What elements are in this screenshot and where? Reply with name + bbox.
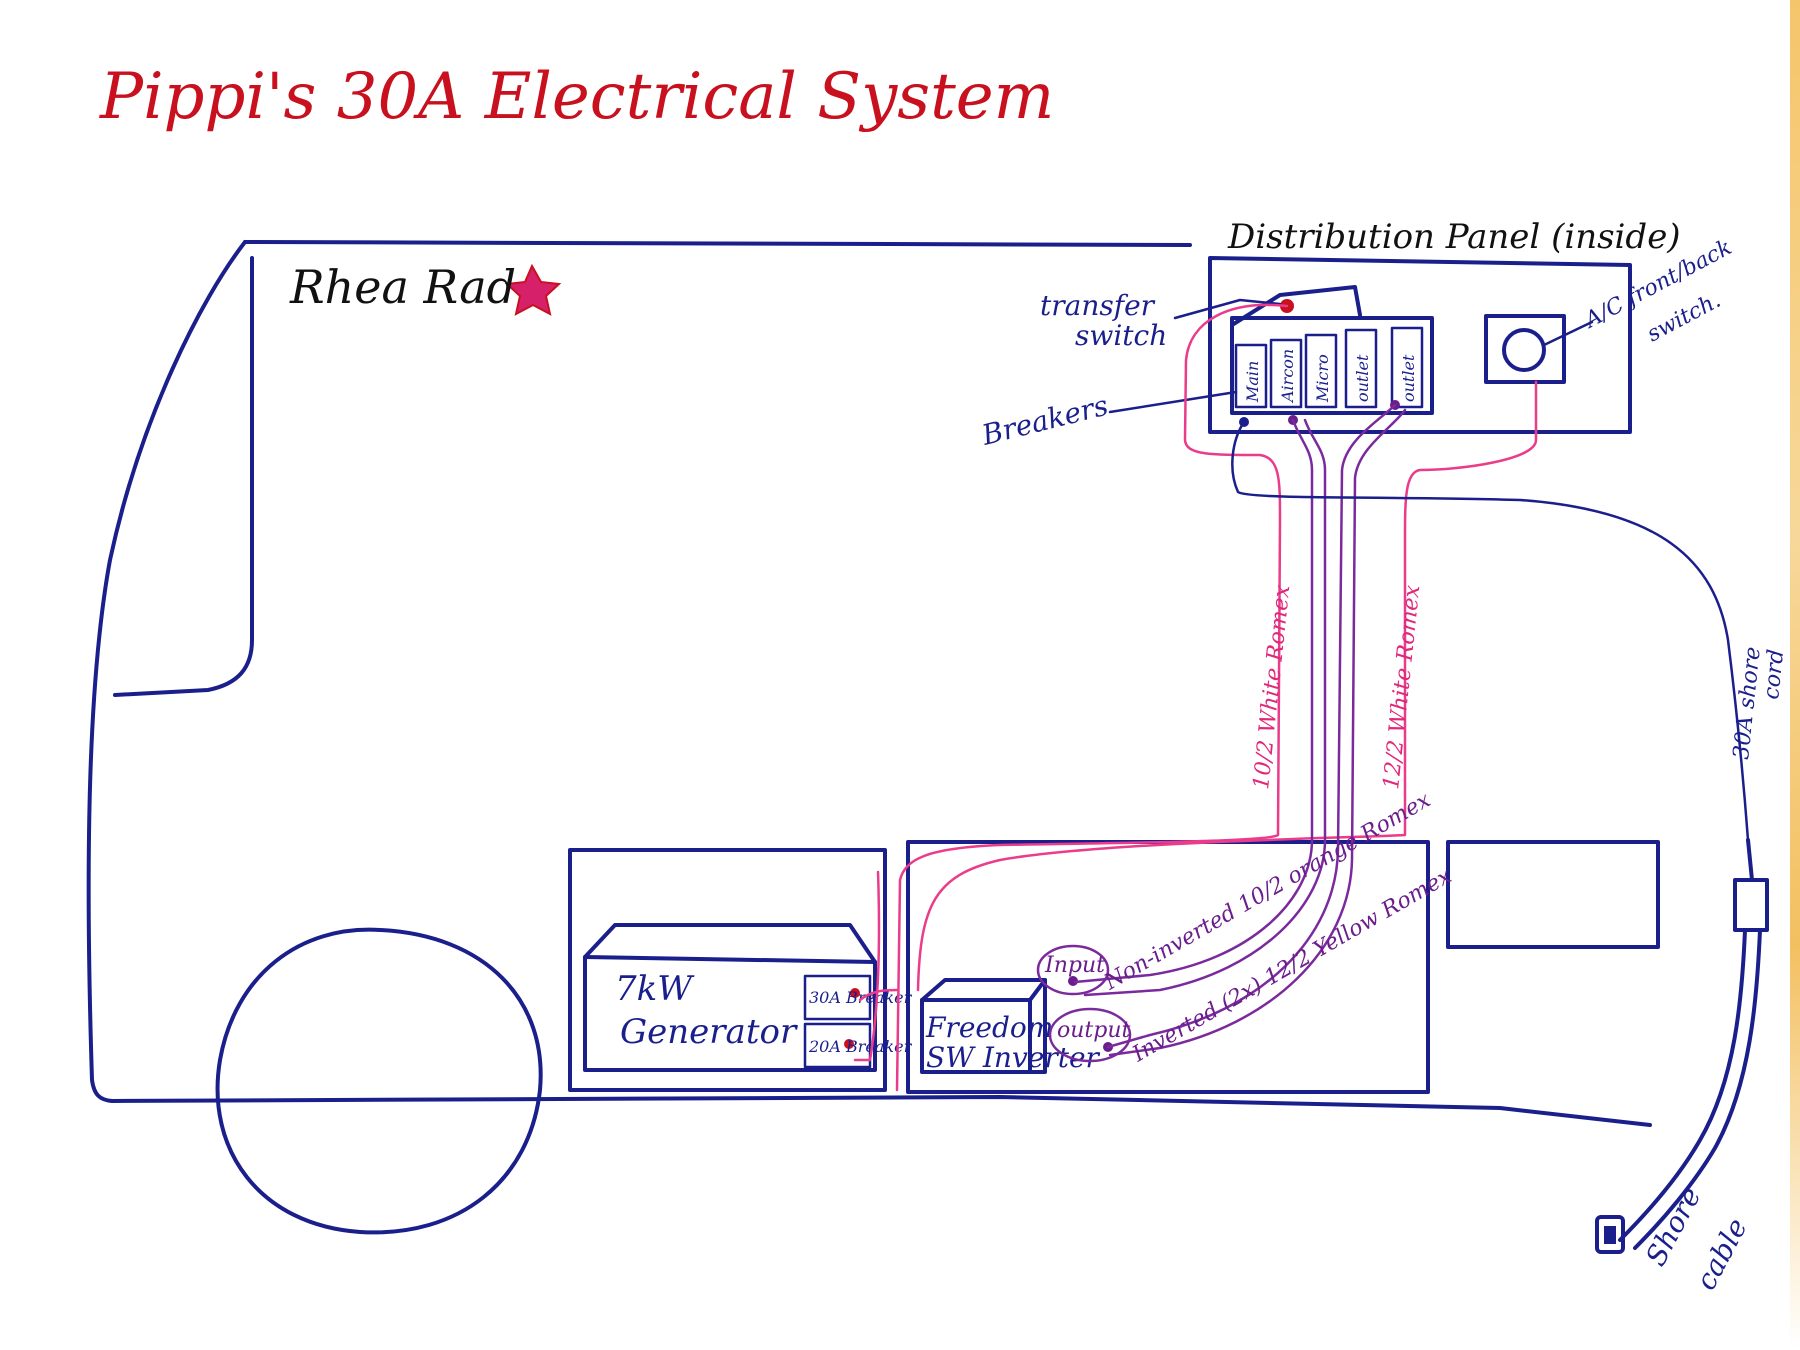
panel-title: Distribution Panel (inside)	[1227, 217, 1681, 257]
label-30a-shore-cord-1: 30A shore	[1729, 646, 1766, 761]
shore-connector	[1733, 878, 1769, 932]
label-10-2-white-romex: 10/2 White Romex	[1249, 583, 1295, 790]
wire-30a-shore-cord	[1231, 420, 1750, 842]
shore-cable	[1618, 928, 1747, 1242]
label-12-2-white-romex: 12/2 White Romex	[1379, 583, 1425, 790]
generator-30a-breaker	[803, 974, 872, 1021]
van-name: Rhea Rad	[289, 260, 516, 314]
star-icon	[504, 263, 562, 316]
inverter-output-label: output	[1057, 1018, 1131, 1043]
generator-compartment	[568, 848, 887, 1092]
inverter-label-2: SW Inverter	[926, 1041, 1101, 1074]
van-outline	[86, 240, 1652, 1127]
label-30a-shore-cord-2: cord	[1759, 648, 1789, 701]
generator-label-2: Generator	[620, 1012, 798, 1052]
plug-icon	[1595, 1215, 1625, 1254]
generator-20a-breaker	[803, 1022, 872, 1069]
breaker-aircon	[1269, 338, 1303, 409]
generator	[583, 923, 877, 1072]
wire-12-2-yellow	[1106, 403, 1397, 1049]
inverter-input-port	[1036, 944, 1110, 996]
transfer-switch-label-2: switch	[1075, 319, 1167, 352]
right-compartment	[1446, 840, 1660, 949]
inverter-output-port	[1048, 1007, 1132, 1063]
wire-10-2-orange	[1073, 418, 1314, 984]
label-shore-cable-1: Shore	[1639, 1182, 1708, 1272]
distribution-panel	[1208, 256, 1632, 434]
label-inverted-yellow-romex: Inverted (2x) 12/2 Yellow Romex	[1128, 863, 1457, 1067]
wheel	[215, 927, 543, 1235]
generator-30a-breaker-label: 30A Breaker	[809, 988, 913, 1007]
breaker-bank	[1230, 316, 1434, 415]
breaker-label-outlet-1: outlet	[1353, 354, 1372, 402]
breaker-main	[1234, 343, 1268, 409]
breaker-label-micro: Micro	[1313, 354, 1332, 403]
breaker-label-outlet-2: outlet	[1399, 354, 1418, 402]
breaker-micro	[1304, 333, 1338, 409]
label-shore-cable-2: cable	[1689, 1213, 1754, 1295]
inverter-label-1: Freedom	[925, 1011, 1053, 1044]
ac-switch-knob	[1502, 328, 1546, 372]
breaker-outlet-2	[1390, 326, 1424, 409]
breaker-label-main: Main	[1243, 361, 1262, 403]
breaker-outlet-1	[1344, 328, 1378, 409]
generator-label-1: 7kW	[615, 969, 695, 1009]
wire-10-2-white	[895, 303, 1289, 1092]
diagram-title: Pippi's 30A Electrical System	[99, 60, 1054, 134]
inverter	[920, 978, 1047, 1074]
transfer-switch-label-1: transfer	[1040, 289, 1156, 322]
ac-switch	[1484, 314, 1566, 384]
breaker-label-aircon: Aircon	[1278, 349, 1297, 404]
wire-12-2-white	[916, 380, 1538, 992]
paper-edge	[1790, 0, 1800, 1350]
inverter-input-label: Input	[1044, 953, 1105, 978]
generator-20a-breaker-label: 20A Breaker	[808, 1037, 913, 1056]
breakers-label: Breakers	[978, 389, 1112, 452]
